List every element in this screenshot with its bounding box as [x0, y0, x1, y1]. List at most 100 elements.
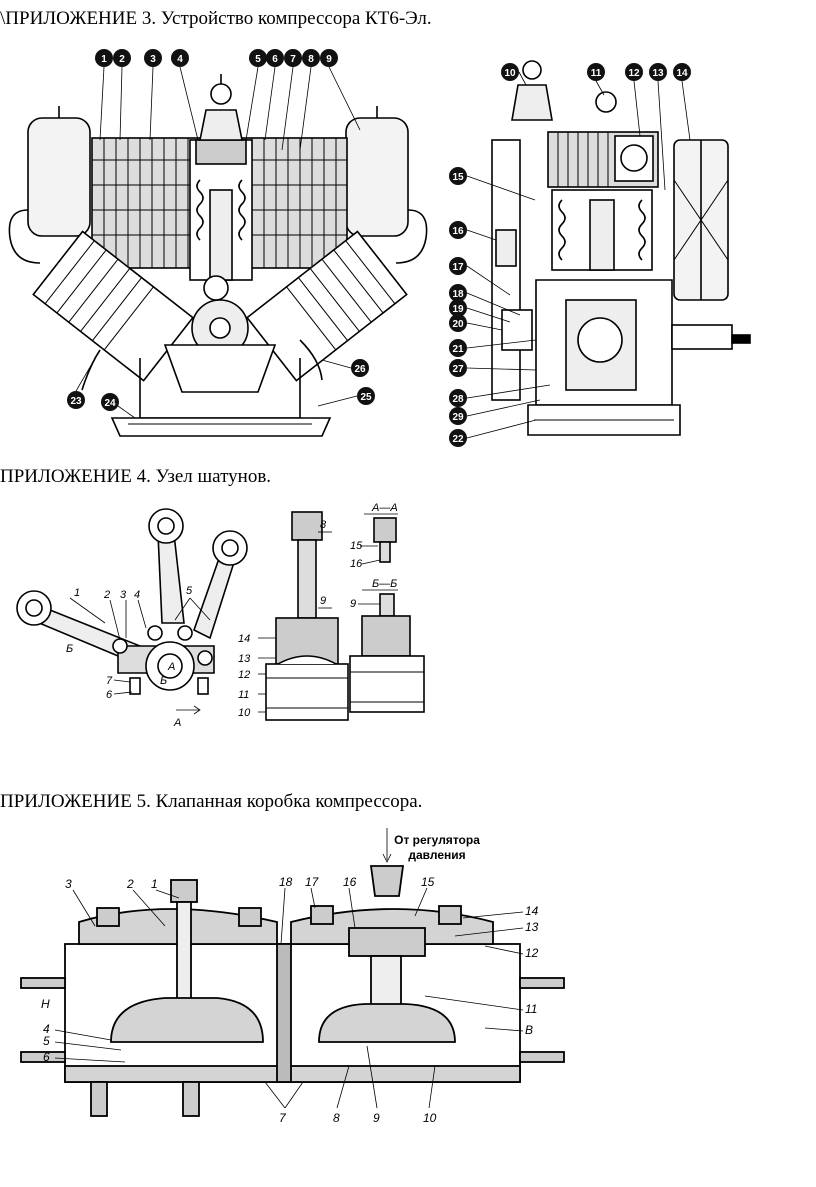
svg-text:5: 5 [255, 54, 261, 65]
svg-text:21: 21 [452, 344, 464, 355]
badge-17: 17 [449, 257, 467, 275]
badge-4: 4 [171, 49, 189, 67]
label-10: 10 [238, 707, 251, 719]
label-10: 10 [423, 1111, 437, 1125]
section-title-appendix-4: ПРИЛОЖЕНИЕ 4. Узел шатунов. [0, 466, 272, 487]
label-8: 8 [333, 1111, 340, 1125]
badge-22: 22 [449, 429, 467, 447]
label-a-hub: А [167, 661, 175, 673]
badge-16: 16 [449, 221, 467, 239]
label-18: 18 [279, 875, 293, 889]
label-2: 2 [126, 877, 134, 891]
badge-23: 23 [67, 391, 85, 409]
badge-27: 27 [449, 359, 467, 377]
svg-text:23: 23 [70, 396, 82, 407]
compressor-side-diagram: 10 11 12 13 14 15 16 17 18 19 20 21 27 2… [449, 60, 751, 447]
svg-text:28: 28 [452, 394, 464, 405]
svg-text:15: 15 [452, 172, 464, 183]
badge-3: 3 [144, 49, 162, 67]
label-13: 13 [238, 653, 251, 665]
annotation-pressure: давления [408, 848, 465, 862]
label-16: 16 [343, 875, 357, 889]
svg-text:9: 9 [326, 54, 332, 65]
svg-text:24: 24 [104, 398, 116, 409]
badge-26: 26 [351, 359, 369, 377]
label-3: 3 [65, 877, 72, 891]
svg-text:18: 18 [452, 289, 464, 300]
label-7: 7 [279, 1111, 287, 1125]
badge-25: 25 [357, 387, 375, 405]
badge-20: 20 [449, 314, 467, 332]
svg-text:20: 20 [452, 319, 464, 330]
label-15: 15 [350, 540, 363, 552]
badge-11: 11 [587, 63, 605, 81]
badge-12: 12 [625, 63, 643, 81]
svg-text:16: 16 [452, 226, 464, 237]
label-8: 8 [320, 519, 327, 531]
badge-18: 18 [449, 284, 467, 302]
badge-1: 1 [95, 49, 113, 67]
badge-8: 8 [302, 49, 320, 67]
svg-text:19: 19 [452, 304, 464, 315]
compressor-front-diagram: 1 2 3 4 5 6 7 8 9 23 24 25 26 [8, 49, 428, 437]
badge-7: 7 [284, 49, 302, 67]
svg-text:8: 8 [308, 54, 314, 65]
label-b-hub: Б [160, 675, 167, 687]
svg-text:14: 14 [676, 68, 688, 79]
badge-28: 28 [449, 389, 467, 407]
label-16: 16 [350, 558, 363, 570]
connecting-rod-diagram: 1 2 3 4 5 6 7 Б А Б А 8 9 14 13 12 11 10 [16, 502, 425, 729]
label-1: 1 [74, 587, 80, 599]
svg-text:6: 6 [272, 54, 278, 65]
svg-text:26: 26 [354, 364, 366, 375]
label-11: 11 [238, 689, 249, 701]
badge-21: 21 [449, 339, 467, 357]
svg-text:7: 7 [290, 54, 296, 65]
badge-9: 9 [320, 49, 338, 67]
label-5: 5 [43, 1034, 50, 1048]
section-title-appendix-3: \ПРИЛОЖЕНИЕ 3. Устройство компрессора КТ… [0, 8, 432, 29]
label-9: 9 [320, 595, 326, 607]
valve-box-diagram: От регулятора давления [20, 828, 565, 1125]
svg-text:11: 11 [591, 68, 602, 79]
svg-text:29: 29 [452, 412, 464, 423]
label-v: В [525, 1023, 533, 1037]
label-9-detail: 9 [350, 598, 356, 610]
label-2: 2 [103, 589, 110, 601]
badge-24: 24 [101, 393, 119, 411]
label-4: 4 [134, 589, 140, 601]
label-n: Н [41, 997, 50, 1011]
label-section-b-b: Б—Б [372, 578, 397, 590]
svg-text:25: 25 [360, 392, 372, 403]
label-15: 15 [421, 875, 435, 889]
svg-text:1: 1 [101, 54, 107, 65]
badge-29: 29 [449, 407, 467, 425]
badge-2: 2 [113, 49, 131, 67]
label-section-a-a: А—А [371, 502, 398, 514]
label-13: 13 [525, 920, 539, 934]
label-3: 3 [120, 589, 127, 601]
svg-text:3: 3 [150, 54, 156, 65]
svg-text:22: 22 [452, 434, 464, 445]
label-9: 9 [373, 1111, 380, 1125]
badge-14: 14 [673, 63, 691, 81]
svg-text:17: 17 [452, 262, 464, 273]
label-1: 1 [151, 877, 158, 891]
svg-text:10: 10 [504, 68, 516, 79]
svg-text:13: 13 [652, 68, 664, 79]
annotation-from-regulator: От регулятора [394, 833, 480, 847]
label-4: 4 [43, 1022, 50, 1036]
section-title-appendix-5: ПРИЛОЖЕНИЕ 5. Клапанная коробка компресс… [0, 791, 423, 812]
svg-text:12: 12 [628, 68, 640, 79]
label-6: 6 [43, 1050, 50, 1064]
badge-5: 5 [249, 49, 267, 67]
label-7: 7 [106, 675, 113, 687]
svg-text:2: 2 [119, 54, 125, 65]
badge-15: 15 [449, 167, 467, 185]
svg-text:4: 4 [177, 54, 183, 65]
label-14: 14 [238, 633, 250, 645]
badge-19: 19 [449, 299, 467, 317]
label-a-arrow: А [173, 717, 181, 729]
label-b-left: Б [66, 643, 73, 655]
badge-13: 13 [649, 63, 667, 81]
